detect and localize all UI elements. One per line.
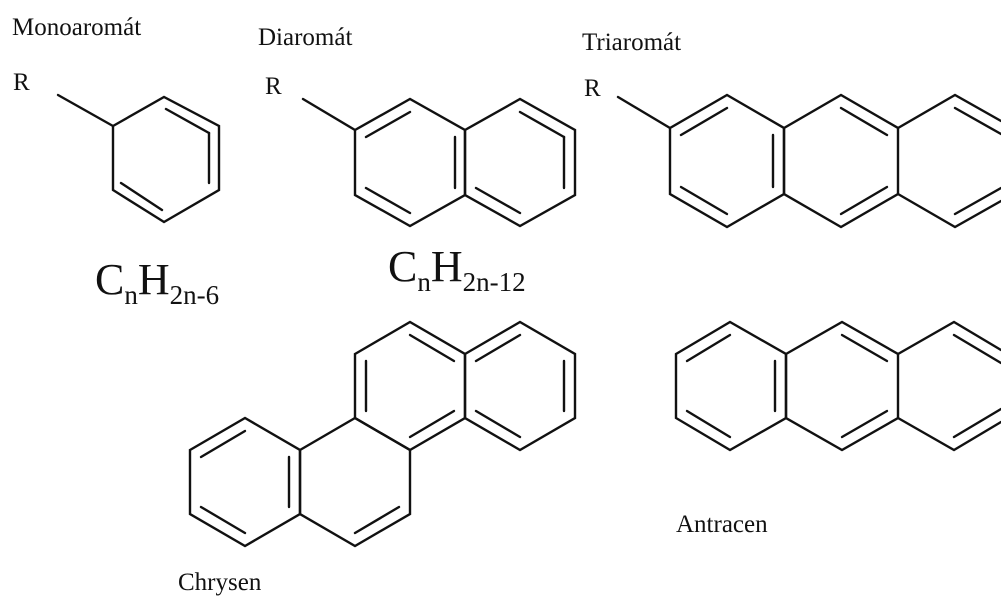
anthracene-ring-2 (784, 320, 900, 452)
double-bond (840, 333, 889, 363)
monoaromatic-structure (56, 93, 221, 224)
chrysene-ring-a (188, 416, 302, 548)
double-bond (685, 333, 732, 363)
r-bond-mono (56, 93, 115, 128)
naphthalene-ring-right (463, 97, 577, 228)
naphthalene-ring-left (353, 97, 467, 228)
anthracene-ring-1 (674, 320, 788, 452)
monoaromatic-label: Monoaromát (12, 14, 142, 41)
double-bond (953, 186, 1001, 216)
formula-mono: CnH2n-6 (95, 258, 219, 309)
formula-h: H (430, 242, 463, 291)
r-substituent-tri: R (584, 75, 601, 102)
anthracene-ring-2 (782, 93, 900, 229)
double-bond (408, 333, 456, 363)
anthracene-ring-3 (896, 192, 1001, 229)
chrysene-ring-c (353, 320, 467, 452)
double-bond (408, 409, 456, 439)
anthracene-structure (674, 320, 1001, 452)
chrysene-structure (188, 320, 577, 548)
formula-n-subscript: n (417, 267, 431, 297)
formula-n-subscript: n (124, 280, 138, 310)
double-bond (679, 185, 729, 216)
r-bond-tri (616, 95, 672, 130)
chrysen-label: Chrysen (178, 569, 262, 596)
formula-di: CnH2n-12 (388, 245, 526, 296)
double-bond (199, 505, 247, 535)
formula-h-subscript: 2n-12 (462, 267, 526, 297)
triaromatic-label: Triaromát (582, 29, 682, 56)
anthracene-ring-1 (668, 93, 786, 229)
formula-h-subscript: 2n-6 (169, 280, 220, 310)
antracen-label: Antracen (676, 511, 768, 538)
triaromatic-structure (616, 93, 1001, 229)
chrysene-ring-d (463, 320, 577, 452)
chrysene-ring-b (298, 416, 412, 548)
formula-c: C (95, 255, 125, 304)
double-bond (685, 409, 732, 439)
double-bond (364, 186, 412, 215)
double-bond (953, 106, 1001, 136)
double-bond (952, 407, 1001, 439)
double-bond (199, 429, 247, 459)
r-bond-di (301, 97, 357, 132)
anthracene-ring-3 (896, 416, 1001, 452)
double-bond (474, 409, 522, 439)
double-bond (474, 333, 522, 363)
double-bond (518, 110, 566, 139)
double-bond (119, 181, 164, 212)
double-bond (952, 333, 1001, 365)
double-bond (353, 505, 401, 535)
diaromatic-label: Diaromát (258, 24, 353, 51)
r-substituent-mono: R (13, 69, 30, 96)
benzene-ring (111, 95, 221, 224)
double-bond (839, 185, 889, 216)
double-bond (840, 409, 889, 439)
anthracene-ring-3 (896, 93, 1001, 130)
double-bond (364, 110, 412, 139)
double-bond (679, 106, 729, 137)
double-bond (164, 107, 211, 135)
anthracene-ring-3 (896, 320, 1001, 356)
double-bond (839, 106, 889, 137)
r-substituent-di: R (265, 73, 282, 100)
formula-c: C (388, 242, 418, 291)
diaromatic-structure (301, 97, 577, 228)
formula-h: H (137, 255, 170, 304)
double-bond (474, 186, 522, 215)
